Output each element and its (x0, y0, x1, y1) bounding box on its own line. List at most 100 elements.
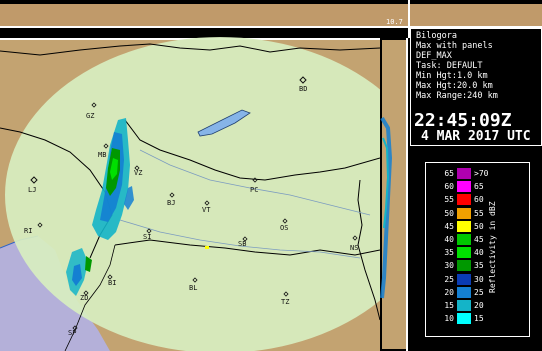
legend-low-value: 60 (444, 182, 454, 192)
task-name: Task: DEFAULT (416, 61, 483, 71)
legend-high-value: 15 (474, 314, 484, 324)
city-ns[interactable]: NS (350, 235, 358, 252)
city-si[interactable]: SI (143, 228, 152, 241)
legend-high-value: 60 (474, 195, 484, 205)
city-label: OS (280, 224, 288, 232)
side-map-svg (380, 38, 410, 351)
legend-high-value: 55 (474, 208, 484, 218)
radar-coverage (5, 37, 380, 351)
city-bl[interactable]: BL (189, 277, 198, 292)
legend-row: 50 55 (426, 207, 506, 220)
radar-site-name: Bilogora (416, 31, 457, 41)
city-label: NS (350, 244, 358, 252)
top-frame-line (0, 26, 380, 28)
corner-readout: 10.7 (386, 18, 403, 26)
legend-swatch (457, 313, 471, 325)
city-label: VZ (134, 169, 142, 177)
echo-coast-mid (72, 264, 82, 286)
city-mb[interactable]: MB (98, 143, 109, 159)
city-layer: BD GZ MB LJ VZ PC BJ VT OS RI SI SB NS B… (24, 76, 358, 337)
min-height: Min Hgt:1.0 km (416, 71, 488, 81)
observation-date: 4 MAR 2017 UTC (421, 129, 531, 144)
legend-swatch (457, 260, 471, 272)
border-hr-rs (357, 179, 380, 321)
city-label: RI (24, 227, 32, 235)
legend-row: 65>70 (426, 168, 506, 180)
city-label: MB (98, 151, 106, 159)
city-label: PC (250, 186, 258, 194)
city-label: BL (189, 284, 197, 292)
city-label: SB (238, 240, 246, 248)
city-pc[interactable]: PC (250, 177, 258, 194)
legend-low-value: 40 (444, 235, 454, 244)
legend-row: 25 30 (426, 273, 506, 286)
city-label: TZ (281, 298, 289, 306)
border-ba-coast (64, 244, 116, 351)
echo-fragment (124, 186, 134, 210)
city-label: LJ (28, 186, 36, 194)
top-right-map (380, 0, 542, 38)
city-label: VT (202, 206, 211, 214)
legend-swatch (457, 194, 471, 206)
legend-high-value: 25 (474, 287, 484, 297)
legend-swatch (457, 168, 471, 179)
city-ri[interactable]: RI (24, 222, 43, 235)
legend-row: 55 60 (426, 194, 506, 206)
top-land-band (0, 4, 380, 26)
city-label: SI (143, 233, 151, 241)
city-sb[interactable]: SB (238, 236, 248, 248)
border-at-hu (0, 43, 380, 56)
echo-coast-core (85, 256, 92, 272)
map-canvas (0, 0, 380, 351)
legend-row: 40 45 (426, 234, 506, 246)
legend-high-value: 45 (474, 235, 484, 244)
top-frame-gap (0, 28, 380, 40)
legend-swatch (457, 207, 471, 219)
city-sp[interactable]: SP (68, 325, 78, 337)
legend-title: Reflectivity in dBZ (488, 201, 497, 293)
border-hr-ba (114, 239, 380, 256)
legend-swatch (457, 273, 471, 285)
legend-high-value: >70 (474, 169, 489, 178)
legend-swatch (457, 247, 471, 259)
legend-low-value: 10 (444, 314, 454, 324)
city-bi[interactable]: BI (107, 274, 116, 287)
legend-high-value: 20 (474, 301, 484, 310)
radar-map[interactable]: BD GZ MB LJ VZ PC BJ VT OS RI SI SB NS B… (0, 0, 380, 351)
product-code: DEF_MAX (416, 51, 452, 61)
legend-low-value: 35 (444, 248, 454, 258)
observation-time: 22:45:09Z (414, 110, 512, 131)
city-label: BD (299, 85, 307, 93)
legend-high-value: 30 (474, 274, 484, 284)
city-zd[interactable]: ZD (80, 290, 89, 302)
city-gz[interactable]: GZ (86, 102, 97, 120)
echo-cell (205, 246, 209, 249)
legend-low-value: 25 (444, 274, 454, 284)
side-map-strip (380, 38, 410, 351)
city-tz[interactable]: TZ (281, 291, 289, 306)
max-range: Max Range:240 km (416, 91, 498, 101)
legend-high-value: 50 (474, 221, 484, 231)
max-height: Max Hgt:20.0 km (416, 81, 493, 91)
city-vt[interactable]: VT (202, 200, 211, 214)
legend-swatch (457, 181, 471, 193)
city-label: SP (68, 329, 76, 337)
legend-low-value: 20 (444, 287, 454, 297)
city-vz[interactable]: VZ (134, 165, 142, 177)
city-label: ZD (80, 294, 88, 302)
legend-low-value: 55 (444, 195, 454, 205)
legend-swatch (457, 220, 471, 232)
legend-low-value: 15 (444, 301, 454, 310)
city-os[interactable]: OS (280, 218, 288, 232)
city-lj[interactable]: LJ (28, 176, 38, 194)
city-bj[interactable]: BJ (167, 192, 175, 207)
city-bd[interactable]: BD (299, 76, 307, 93)
legend-high-value: 35 (474, 261, 484, 271)
legend-low-value: 50 (444, 208, 454, 218)
